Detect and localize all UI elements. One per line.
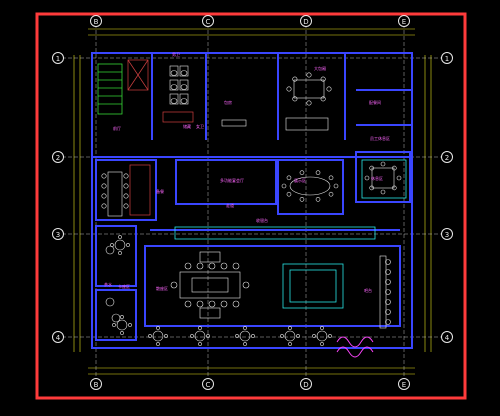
- grid-bubble-bottom-D: D: [300, 378, 312, 390]
- hatch: [127, 59, 194, 216]
- room-label-0: 前厅: [113, 125, 121, 131]
- room-label-11: 收银台: [256, 217, 268, 223]
- room-label-7: 员工休息区: [370, 135, 390, 141]
- grid-bubble-top-E: E: [398, 15, 410, 27]
- grid-bubble-top-B: B: [90, 15, 102, 27]
- grid-bubble-left-3: 3: [52, 228, 64, 240]
- stair-area: [97, 63, 123, 115]
- sheet-border: [35, 12, 467, 400]
- furniture: [101, 72, 402, 346]
- room-label-14: 茶水: [104, 281, 112, 287]
- room-label-13: 备餐: [156, 188, 164, 194]
- room-label-1: 储藏: [183, 123, 191, 129]
- grid-bubble-top-D: D: [300, 15, 312, 27]
- partitions: [174, 159, 407, 309]
- grid-bubble-right-3: 3: [441, 228, 453, 240]
- room-label-2: 包房: [224, 99, 232, 105]
- room-label-9: 展示区: [294, 177, 306, 183]
- dimension-lines: [73, 28, 432, 375]
- grid-bubble-left-4: 4: [52, 331, 64, 343]
- grid-bubble-bottom-B: B: [90, 378, 102, 390]
- grid-bubble-right-4: 4: [441, 331, 453, 343]
- room-label-17: 吧台: [364, 287, 372, 293]
- fixtures: [105, 65, 189, 323]
- grid-bubble-top-C: C: [202, 15, 214, 27]
- room-label-4: 女卫: [196, 123, 204, 129]
- room-label-6: 配餐间: [369, 99, 381, 105]
- room-label-15: 卡座区: [118, 283, 130, 289]
- room-label-16: 散座区: [156, 285, 168, 291]
- room-label-3: 男卫: [172, 52, 180, 57]
- walls: [91, 52, 413, 349]
- grid-bubble-bottom-E: E: [398, 378, 410, 390]
- grid-bubble-bottom-C: C: [202, 378, 214, 390]
- curved-windows: [336, 336, 374, 358]
- grid-bubble-left-2: 2: [52, 151, 64, 163]
- grid-bubble-left-1: 1: [52, 52, 64, 64]
- room-label-8: 多功能宴会厅: [220, 177, 244, 183]
- grid-bubble-right-2: 2: [441, 151, 453, 163]
- room-label-10: 走道: [226, 202, 234, 208]
- room-label-12: 休息区: [371, 175, 383, 181]
- grid-bubble-right-1: 1: [441, 52, 453, 64]
- room-label-5: 大包厢: [314, 65, 326, 71]
